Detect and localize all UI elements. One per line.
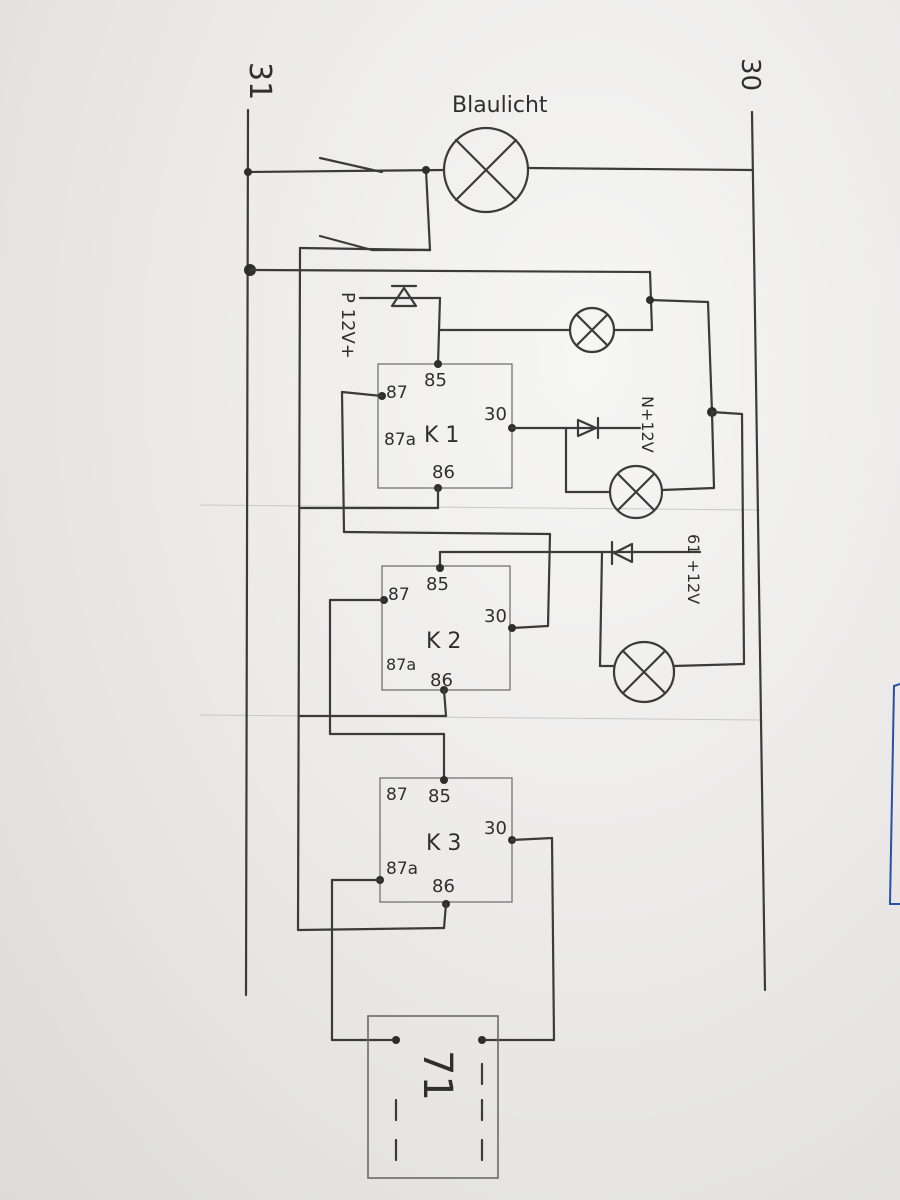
- ground-rail-31: [244, 108, 250, 997]
- fold-line: [199, 714, 761, 721]
- relay-k3-pin87a: 87a: [386, 859, 418, 879]
- wire: [660, 486, 716, 492]
- beacon-label: Blaulicht: [452, 93, 548, 118]
- wire: [424, 168, 432, 252]
- diode-n-icon: [576, 418, 598, 438]
- diode-61-icon: [612, 542, 634, 564]
- park-input-label: P 12V+: [337, 292, 358, 359]
- lamp-highbeam-icon: [612, 640, 676, 704]
- switch-blade: [318, 234, 374, 252]
- relay-box-label: 71: [414, 1050, 460, 1101]
- relay-k1-pin30: 30: [484, 404, 507, 425]
- lamp-cross: [616, 472, 656, 512]
- junction-dot: [646, 296, 654, 304]
- fold-line: [199, 504, 761, 511]
- relay-k1-pin87: 87: [386, 383, 408, 403]
- relay-pin-30: [508, 624, 516, 632]
- ground-rail-label: 31: [242, 62, 277, 100]
- diode-p-icon: [390, 286, 418, 308]
- relay-k1-pin85: 85: [424, 370, 447, 391]
- relay-k3-pin85: 85: [428, 786, 451, 807]
- wire: [298, 246, 432, 252]
- junction-dot: [244, 168, 252, 176]
- wire: [442, 902, 448, 930]
- wire: [598, 550, 604, 668]
- junction-dot: [422, 166, 430, 174]
- lamp-cross: [621, 649, 667, 695]
- relay-pin-85: [436, 564, 444, 572]
- switch-blade: [318, 156, 384, 174]
- relay-pin-85: [434, 360, 442, 368]
- lowbeam-input-label: N+12V: [638, 396, 657, 453]
- wire: [296, 926, 446, 932]
- supply-rail-30: [750, 110, 767, 992]
- relay-k2-pin30: 30: [484, 606, 507, 627]
- box-terminal: [392, 1036, 400, 1044]
- wire: [296, 246, 302, 932]
- wire: [340, 390, 346, 534]
- wire: [246, 168, 446, 174]
- relay-k3-pin30: 30: [484, 818, 507, 839]
- relay-k1-name: K 1: [424, 423, 459, 448]
- relay-k2-name: K 2: [426, 629, 461, 654]
- lamp-cross: [454, 138, 518, 202]
- blue-ink-mark: [888, 683, 900, 905]
- wire: [740, 412, 746, 666]
- wire: [546, 532, 552, 628]
- relay-box-71: [367, 1015, 499, 1179]
- relay-k2-pin87: 87: [388, 585, 410, 605]
- relay-k3-pin86: 86: [432, 876, 455, 897]
- relay-k1-pin87a: 87a: [384, 430, 416, 450]
- wire: [340, 390, 384, 398]
- relay-k3-pin87: 87: [386, 785, 408, 805]
- lamp-cross: [575, 313, 609, 347]
- wire: [710, 410, 744, 416]
- wire: [510, 624, 550, 630]
- wire: [706, 300, 714, 414]
- supply-rail-label: 30: [735, 58, 765, 91]
- box-terminal: [478, 1036, 486, 1044]
- relay-pin-85: [440, 776, 448, 784]
- wire: [526, 166, 754, 172]
- relay-k2-pin87a: 87a: [386, 655, 416, 674]
- relay-k2-pin86: 86: [430, 670, 453, 691]
- relay-k2-pin85: 85: [426, 574, 449, 595]
- lamp-lowbeam-icon: [608, 464, 664, 520]
- wire: [436, 296, 442, 366]
- wire: [442, 688, 448, 718]
- wire: [648, 298, 710, 304]
- relay-k1-pin86: 86: [432, 462, 455, 483]
- highbeam-input-label: 61 +12V: [684, 534, 703, 604]
- wire: [248, 268, 652, 274]
- wire: [550, 836, 556, 1042]
- relay-k3-name: K 3: [426, 831, 461, 856]
- wire: [672, 662, 746, 668]
- wire: [710, 410, 716, 490]
- wire: [510, 836, 554, 842]
- wire: [342, 530, 552, 536]
